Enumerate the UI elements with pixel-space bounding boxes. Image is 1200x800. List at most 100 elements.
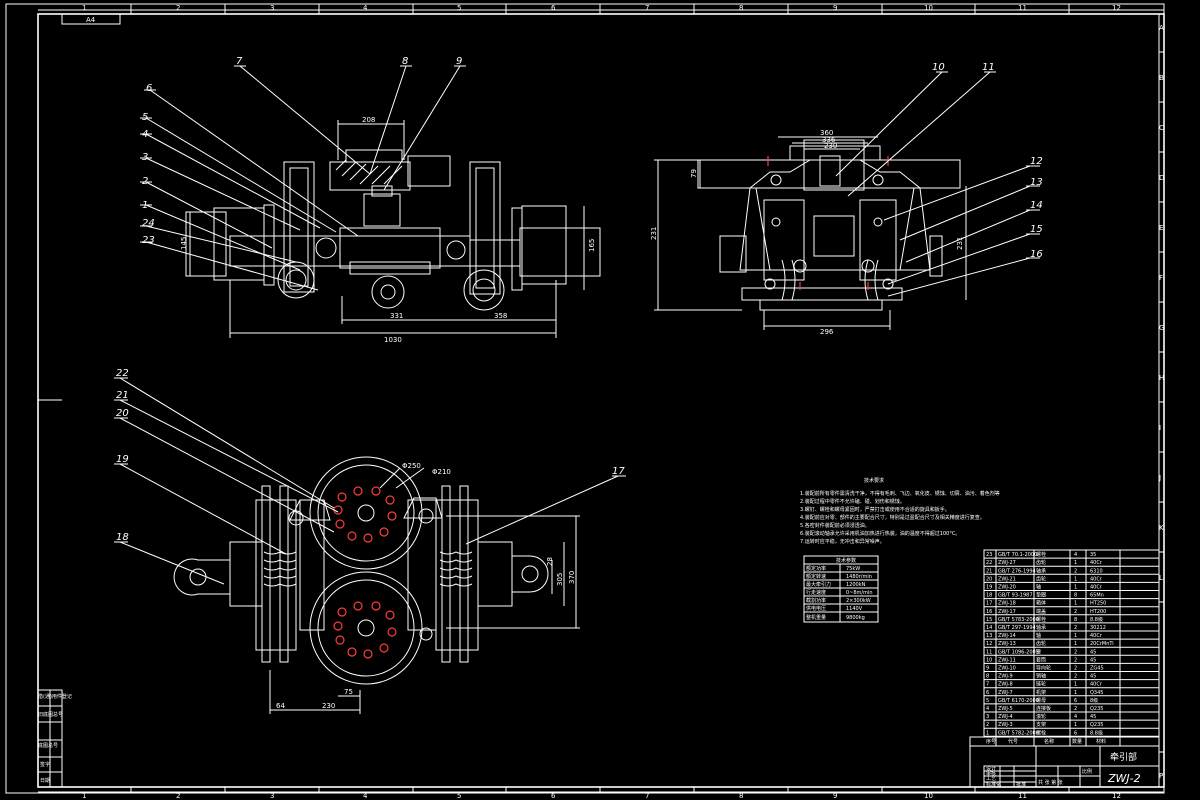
col-number-bottom: 4 bbox=[363, 792, 368, 800]
bom-cell: 15 bbox=[986, 617, 992, 623]
dim-front-top: 208 bbox=[362, 116, 375, 124]
col-number: 9 bbox=[833, 4, 837, 12]
bom-cell: 40Cr bbox=[1090, 576, 1103, 582]
bom-cell: 8.8级 bbox=[1090, 729, 1103, 736]
callout-14: 14 bbox=[1030, 200, 1043, 211]
col-number-bottom: 3 bbox=[270, 792, 274, 800]
bom-cell: 5 bbox=[986, 698, 989, 704]
bom-cell: 13 bbox=[986, 633, 992, 639]
callout-18: 18 bbox=[116, 532, 129, 543]
param-value: 9800kg bbox=[846, 615, 865, 621]
margin-label: 签字 bbox=[40, 761, 50, 768]
technical-notes: 技术要求 1.装配前所有零件需清洗干净，不得有毛刺、飞边、氧化皮、锈蚀、切屑、油… bbox=[800, 477, 1000, 545]
bom-cell: 1 bbox=[986, 730, 989, 736]
row-letter: L bbox=[1159, 574, 1163, 582]
bom-cell: ZWJ-4 bbox=[998, 714, 1013, 720]
dim-side-top3: 230 bbox=[824, 142, 837, 150]
bom-cell: ZWJ-21 bbox=[998, 576, 1016, 582]
bom-cell: 支架 bbox=[1036, 721, 1046, 728]
dim-top-dia1: Φ250 bbox=[402, 462, 421, 470]
dim-top-dia2: Φ210 bbox=[432, 468, 451, 476]
dim-top-bottom-inner: 75 bbox=[344, 688, 353, 696]
dim-top-right-h: 370 bbox=[568, 571, 576, 584]
bom-cell: 轴承 bbox=[1036, 567, 1046, 574]
callout-2: 2 bbox=[142, 176, 148, 187]
col-number-bottom: 6 bbox=[551, 792, 556, 800]
bom-cell: 45 bbox=[1090, 649, 1096, 655]
notes-heading: 技术要求 bbox=[864, 477, 884, 484]
bom-cell: 链轮 bbox=[1036, 681, 1046, 688]
bom-cell: 45 bbox=[1090, 674, 1096, 680]
bom-cell: 45 bbox=[1090, 657, 1096, 663]
col-number: 8 bbox=[739, 4, 743, 12]
margin-label: 日期 bbox=[40, 778, 50, 784]
bom-cell: 16 bbox=[986, 609, 992, 615]
col-number-bottom: 8 bbox=[739, 792, 743, 800]
dim-top-bottom-left: 64 bbox=[276, 702, 285, 710]
row-letter: D bbox=[1159, 174, 1164, 182]
col-number: 7 bbox=[645, 4, 649, 12]
margin-label: 旧底图总号 bbox=[38, 711, 63, 718]
bom-cell: 1 bbox=[1074, 682, 1077, 688]
scale-label: 比例 bbox=[1082, 768, 1092, 775]
col-number-bottom: 2 bbox=[176, 792, 180, 800]
bom-cell: Q345 bbox=[1090, 690, 1103, 696]
bom-cell: 6 bbox=[1074, 698, 1077, 704]
col-number: 4 bbox=[363, 4, 368, 12]
bom-cell: 6 bbox=[1074, 730, 1077, 736]
row-letter: J bbox=[1158, 474, 1161, 482]
row-letter: E bbox=[1159, 224, 1163, 232]
bom-cell: 19 bbox=[986, 585, 992, 591]
title-label: 设计 bbox=[986, 765, 996, 772]
bom-cell: 1 bbox=[1074, 633, 1077, 639]
bom-cell: 1 bbox=[1074, 576, 1077, 582]
bom-cell: 1 bbox=[1074, 560, 1077, 566]
bom-header-mat: 材料 bbox=[1096, 738, 1106, 745]
bom-cell: 6 bbox=[986, 690, 989, 696]
bom-cell: ZWJ-18 bbox=[998, 601, 1016, 607]
bom-cell: 4 bbox=[1074, 552, 1077, 558]
col-number: 11 bbox=[1018, 4, 1027, 12]
bom-cell: 45 bbox=[1090, 714, 1096, 720]
param-label: 最大牵引力 bbox=[806, 581, 831, 588]
bom-cell: ZWJ-20 bbox=[998, 585, 1016, 591]
bom-cell: HT200 bbox=[1090, 609, 1106, 615]
bom-cell: 4 bbox=[1074, 714, 1077, 720]
bom-cell: 8.8级 bbox=[1090, 616, 1103, 623]
bom-cell: 2 bbox=[1074, 625, 1077, 631]
callout-22: 22 bbox=[116, 368, 129, 379]
row-letter: B bbox=[1159, 74, 1164, 82]
drawing-name: 牵引部 bbox=[1110, 751, 1137, 763]
param-label: 额定功率 bbox=[806, 565, 826, 572]
notes-line: 3.螺钉、螺栓和螺母紧固时，严禁打击或使用不合适的旋具和扳手。 bbox=[800, 506, 950, 513]
front-view-callouts: 1 2 3 4 5 6 7 8 9 23 24 bbox=[140, 56, 466, 291]
row-letter: K bbox=[1159, 524, 1164, 532]
callout-5: 5 bbox=[142, 112, 148, 123]
bom-cell: 8 bbox=[1074, 593, 1077, 599]
bom-header-name: 名称 bbox=[1044, 738, 1054, 745]
bom-cell: 8级 bbox=[1090, 697, 1098, 704]
bom-cell: 端盖 bbox=[1036, 608, 1046, 615]
row-letter: H bbox=[1159, 374, 1164, 382]
param-value: 75kW bbox=[846, 566, 860, 572]
margin-label: 借(通)用件登记 bbox=[38, 693, 72, 700]
bom-cell: 7 bbox=[986, 682, 989, 688]
bom-cell: 14 bbox=[986, 625, 992, 631]
sheet-label: 共 张 第 张 bbox=[1038, 779, 1063, 786]
col-number-bottom: 9 bbox=[833, 792, 837, 800]
row-letter: I bbox=[1159, 424, 1161, 432]
notes-line: 6.装配滚动轴承允许采用机油加热进行热装，油的温度不得超过100°C。 bbox=[800, 530, 960, 537]
bom-cell: 齿轮 bbox=[1036, 640, 1046, 647]
bom-cell: 螺栓 bbox=[1036, 551, 1046, 558]
dim-front-total: 1030 bbox=[384, 336, 402, 344]
bom-cell: 螺母 bbox=[1036, 697, 1046, 704]
callout-7: 7 bbox=[236, 56, 243, 67]
col-number: 5 bbox=[457, 4, 461, 12]
bom-cell: 11 bbox=[986, 649, 992, 655]
callout-16: 16 bbox=[1030, 249, 1043, 260]
bom-cell: 22 bbox=[986, 560, 992, 566]
bom-cell: GB/T 5782-2000 bbox=[998, 730, 1039, 736]
row-letter: P bbox=[1159, 772, 1163, 780]
bom-cell: 1 bbox=[1074, 722, 1077, 728]
